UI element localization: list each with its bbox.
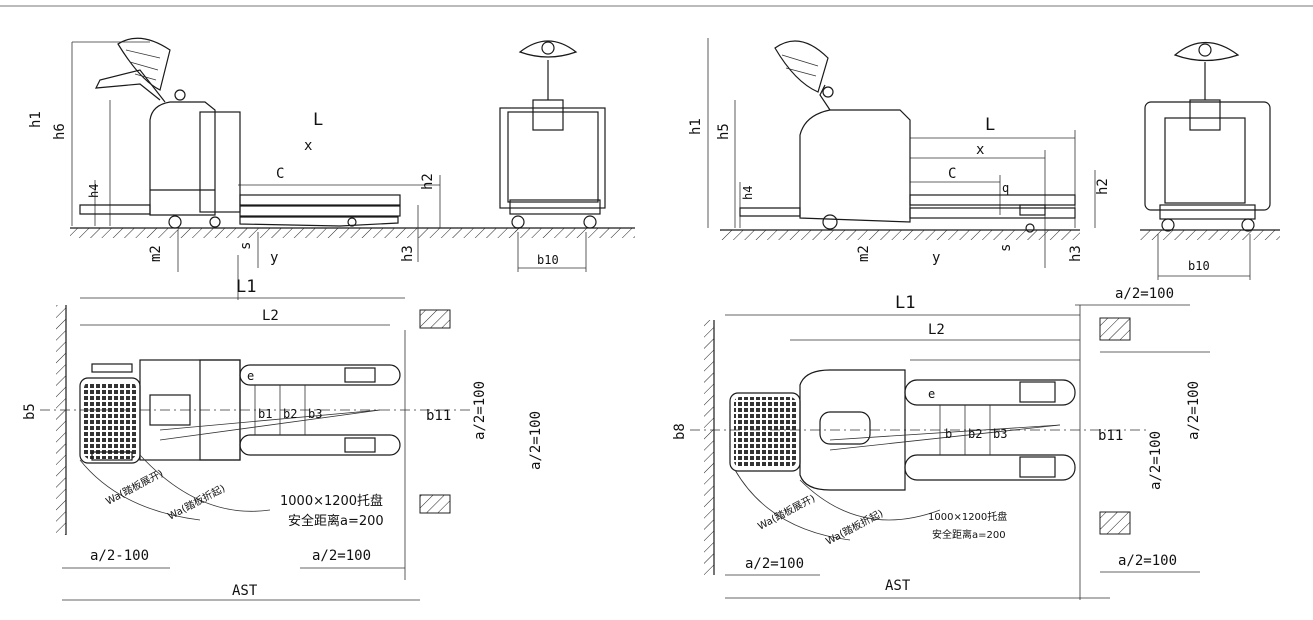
a-half-top-right: a/2=100 [1115, 286, 1174, 302]
label-h3-right: h3 [1068, 245, 1084, 262]
tiller-head-right [774, 40, 829, 93]
a-half-bottom-left-right: a/2=100 [745, 556, 804, 572]
label-m2-right: m2 [856, 245, 872, 262]
a-half-bottom-right-left: a/2=100 [312, 548, 371, 564]
ast-left: AST [232, 583, 258, 599]
label-h6: h6 [52, 123, 68, 140]
label-y-right: y [932, 250, 940, 266]
label-wa2-left: Wa(踏板折起) [165, 481, 227, 522]
right-side-view: h1 h5 h4 L x C q h2 m2 y s h3 [688, 38, 1280, 268]
label-y: y [270, 250, 278, 266]
label-x: x [304, 138, 312, 154]
label-h4-right: h4 [741, 186, 755, 200]
label-L2-left: L2 [262, 308, 279, 324]
a-half-mid-right: a/2=100 [1148, 431, 1164, 490]
label-wa2-right: Wa(踏板折起) [823, 506, 885, 547]
label-b3-left: b3 [308, 407, 322, 421]
label-L-right: L [985, 115, 995, 135]
label-b11-right: b11 [1098, 428, 1123, 444]
pallet-line2-right: 安全距离a=200 [932, 528, 1006, 541]
label-x-right: x [976, 142, 984, 158]
handle-bar [518, 40, 578, 58]
ground-hatch [70, 228, 520, 238]
label-L2-right: L2 [928, 322, 945, 338]
pallet-line2-left: 安全距离a=200 [288, 513, 384, 529]
label-h3: h3 [400, 245, 416, 262]
label-h1: h1 [28, 111, 44, 128]
a-half-bottom-right-right: a/2=100 [1118, 553, 1177, 569]
label-L: L [313, 110, 323, 130]
label-h5: h5 [716, 123, 732, 140]
label-q: q [1002, 181, 1009, 195]
left-top-view: L1 L2 b5 e b1 b2 b3 b11 Wa(踏板展开) Wa(踏板折起… [22, 277, 544, 601]
label-m2: m2 [148, 245, 164, 262]
label-b8: b8 [672, 423, 688, 440]
tiller-head [117, 37, 171, 91]
label-b10-right: b10 [1188, 259, 1210, 273]
hatch-block-bottom [419, 494, 451, 514]
a-half-right-left: a/2=100 [472, 381, 488, 440]
label-b5: b5 [22, 403, 38, 420]
label-b2-right: b2 [968, 427, 982, 441]
label-h2-right: h2 [1095, 178, 1111, 195]
left-side-view: h1 h6 h4 L x C h2 m2 s y h3 [28, 37, 635, 300]
ast-right: AST [885, 578, 911, 594]
right-front-view: b10 [1144, 42, 1271, 280]
a-half-bottom-left: a/2-100 [90, 548, 149, 564]
label-e-right: e [928, 387, 935, 401]
label-s: s [238, 242, 254, 250]
label-c-right: C [948, 166, 956, 182]
label-b: b [945, 427, 952, 441]
label-s-right: s [998, 244, 1014, 252]
handle-bar-right [1173, 42, 1240, 62]
right-top-view: L1 L2 b8 e b b2 b3 b11 Wa(踏板展开) Wa(踏板折起)… [672, 286, 1210, 600]
a-half-right-right: a/2=100 [1186, 381, 1202, 440]
label-wa1-right: Wa(踏板展开) [755, 491, 817, 532]
label-e-left: e [247, 369, 254, 383]
truck-body [149, 101, 216, 216]
platform [79, 204, 151, 215]
label-L1-left: L1 [236, 277, 256, 297]
label-c: C [276, 166, 284, 182]
hatch-block-top [419, 309, 451, 329]
left-front-view: b10 [499, 40, 606, 272]
label-L1-right: L1 [895, 293, 915, 313]
label-h2: h2 [420, 173, 436, 190]
label-h1-right: h1 [688, 118, 704, 135]
tiller-arm [94, 69, 166, 103]
pallet-line1-left: 1000×1200托盘 [280, 493, 383, 509]
a-half-far-left: a/2=100 [528, 411, 544, 470]
label-b10-left: b10 [537, 253, 559, 267]
truck-body-right [799, 109, 911, 223]
pallet-line1-right: 1000×1200托盘 [928, 510, 1007, 523]
label-b11-left: b11 [426, 408, 451, 424]
drive-wheel [168, 215, 182, 229]
label-b2-left: b2 [283, 407, 297, 421]
label-wa1-left: Wa(踏板展开) [103, 466, 165, 507]
label-b1: b1 [258, 407, 272, 421]
label-h4: h4 [87, 184, 101, 198]
label-b3-right: b3 [993, 427, 1007, 441]
